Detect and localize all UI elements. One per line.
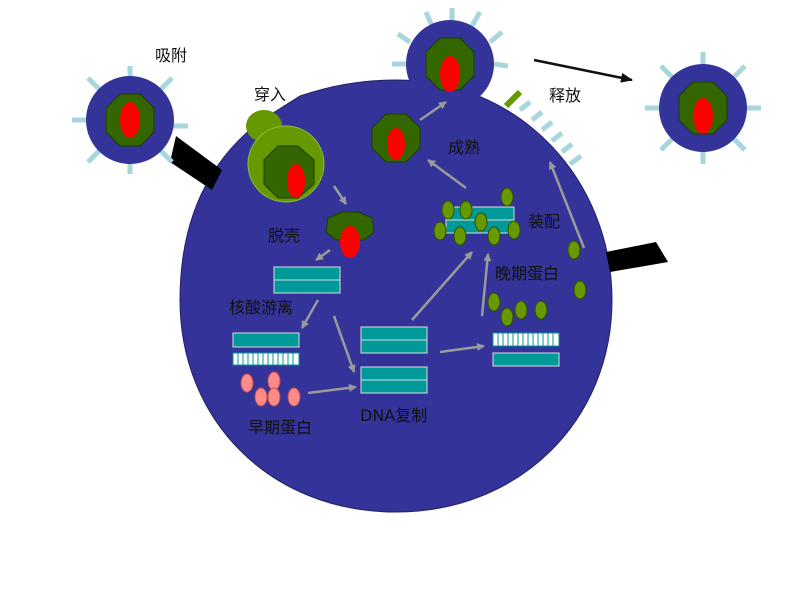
dna-replicated-top: [360, 326, 428, 354]
dna-replicated-bottom: [360, 366, 428, 394]
label-penetration: 穿入: [254, 85, 286, 104]
process-arrows: [300, 100, 586, 395]
label-nucleic-acid-free: 核酸游离: [229, 298, 293, 317]
late-mrna: [492, 332, 560, 367]
virus-released: [645, 52, 761, 164]
receptor-left: [170, 136, 222, 190]
virus-budding: [392, 8, 509, 108]
label-assembly: 装配: [528, 212, 560, 231]
label-release: 释放: [549, 86, 581, 105]
label-late-protein: 晚期蛋白: [495, 264, 559, 283]
virus-penetration: [246, 110, 325, 203]
receptor-right: [606, 242, 668, 272]
label-early-protein: 早期蛋白: [248, 418, 312, 437]
virus-adsorption: [72, 66, 188, 174]
early-proteins: [240, 371, 301, 407]
early-mrna: [232, 332, 300, 366]
late-proteins: [487, 240, 587, 327]
label-dna-replication: DNA复制: [360, 406, 427, 425]
virus-uncoating: [325, 211, 375, 258]
virus-mature: [371, 113, 421, 163]
nucleic-acid-free: [273, 266, 341, 294]
label-adsorption: 吸附: [155, 46, 187, 65]
membrane-spikes: [518, 100, 583, 167]
release-arrow: [533, 58, 633, 83]
assembly-cluster: [433, 187, 521, 246]
label-uncoating: 脱壳: [268, 226, 300, 245]
green-spike: [503, 89, 523, 109]
label-maturation: 成熟: [448, 138, 480, 157]
